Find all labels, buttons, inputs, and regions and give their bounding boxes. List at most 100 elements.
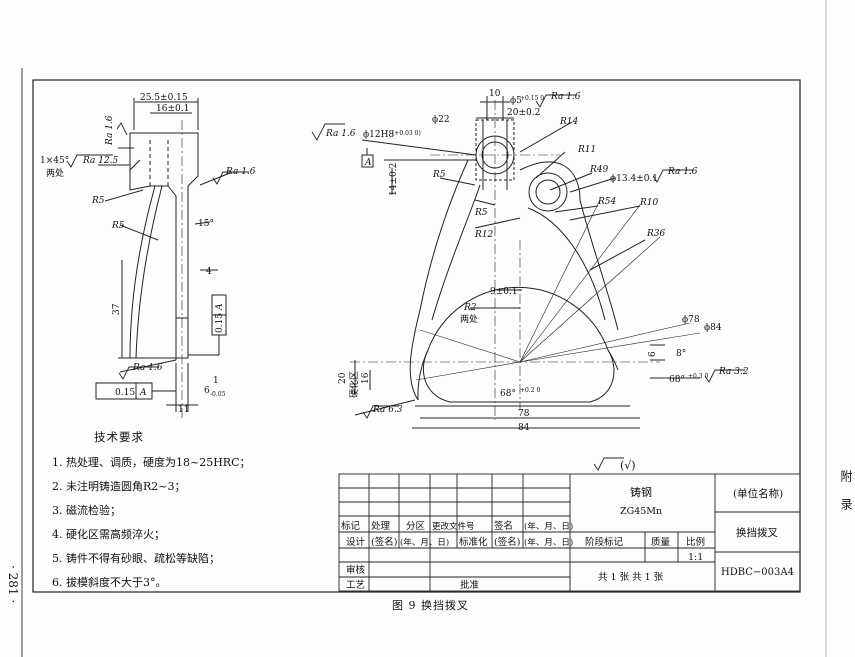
ra-label: Ra 1.6 <box>667 167 698 177</box>
hole-diameter: ϕ13.4±0.1 <box>610 174 658 184</box>
dim-1: 1 <box>213 376 219 386</box>
radius-label: R11 <box>577 145 596 155</box>
material-grade: ZG45Mn <box>620 506 662 517</box>
note-item: 6. 拔模斜度不大于3°。 <box>52 576 167 589</box>
sheets-label: 共 1 张 共 1 张 <box>598 572 664 583</box>
datum-a: A <box>364 158 372 168</box>
note-item: 4. 硬化区需高频淬火； <box>52 528 165 541</box>
radius-label: R2 <box>463 303 477 313</box>
dim-84: 84 <box>518 423 530 433</box>
scale-value: 1:1 <box>688 552 703 563</box>
boss-diameter: ϕ22 <box>432 115 450 125</box>
side-label: 附 录 <box>839 470 853 516</box>
dim-20: 20±0.2 <box>507 108 540 118</box>
angle-68b: 68° <box>669 375 685 385</box>
stage-label: 阶段标记 <box>585 536 624 548</box>
title-block <box>338 473 801 592</box>
design-date: (年、月、日) <box>400 537 449 548</box>
note-item: 3. 磁流检验； <box>52 504 121 517</box>
roughness-symbols <box>66 94 745 471</box>
radius-label: R12 <box>474 230 494 240</box>
header-sign: 签名 <box>494 520 513 532</box>
dim-37: 37 <box>112 303 122 315</box>
pin-diameter: ϕ5 <box>510 96 522 106</box>
radius-label: R5 <box>432 170 446 180</box>
dim-78: 78 <box>518 409 530 419</box>
radius-label: R5 <box>91 196 105 206</box>
angle-68: 68° <box>500 389 516 399</box>
radius-label: R5 <box>474 208 488 218</box>
dim-10: 10 <box>489 89 501 99</box>
drawing-number: HDBC−003A4 <box>721 567 794 578</box>
header-process: 处理 <box>371 520 391 532</box>
both-sides-label: 两处 <box>460 313 478 325</box>
figure-caption: 图 9 换挡拨叉 <box>392 599 469 612</box>
technical-requirements: 技术要求 1. 热处理、调质，硬度为18~25HRC； 2. 未注明铸造圆角R2… <box>52 425 251 595</box>
dim-11: 11 <box>178 405 189 415</box>
both-sides-label: 两处 <box>46 167 64 179</box>
outer-diameter-84: ϕ84 <box>704 323 722 333</box>
notes-title: 技术要求 <box>94 430 144 444</box>
page-number: · 281 · <box>6 565 20 604</box>
note-item: 2. 未注明铸造圆角R2~3； <box>52 480 186 493</box>
dim-9: 9±0.1 <box>490 287 518 297</box>
mass-label: 质量 <box>651 536 671 548</box>
approve-label: 批准 <box>460 579 480 591</box>
dim-6b: 6 <box>648 351 658 357</box>
scale-label: 比例 <box>686 536 705 548</box>
ra-label: Ra 3.2 <box>718 367 749 377</box>
angle-8: 8° <box>676 349 686 359</box>
chamfer-label: 1×45° <box>40 156 69 166</box>
dimension-labels: 25.5±0.15 16±0.1 Ra 1.6 1×45° Ra 12.5 两处… <box>40 89 749 472</box>
angle-68b-tolerance: +0.3 0 <box>688 373 708 380</box>
ra-label: Ra 1.6 <box>550 92 581 102</box>
part-name: 换挡拨叉 <box>736 526 778 539</box>
bore-tolerance: (+0.03 0) <box>392 130 421 137</box>
radius-label: R49 <box>589 165 609 175</box>
note-item: 1. 热处理、调质，硬度为18~25HRC； <box>52 456 251 469</box>
note-item: 5. 铸件不得有砂眼、疏松等缺陷； <box>52 552 220 565</box>
side-view <box>95 98 231 420</box>
design-sign: (签名) <box>371 536 397 548</box>
header-doc: 更改文件号 <box>432 521 475 532</box>
dim-25-5: 25.5±0.15 <box>140 93 188 103</box>
dim-14: 14±0.2 <box>389 163 399 196</box>
craft-label: 工艺 <box>346 580 365 591</box>
title-block-text: 铸钢 ZG45Mn (单位名称) 换挡拨叉 HDBC−003A4 标记 处理 分… <box>341 485 794 591</box>
header-mark: 标记 <box>341 520 361 532</box>
header-date: (年、月、日) <box>524 521 573 532</box>
radius-label: R36 <box>646 229 666 239</box>
design-label: 设计 <box>346 536 366 548</box>
ra-label: Ra 1.6 <box>225 167 256 177</box>
dim-16: 16±0.1 <box>156 104 189 114</box>
standard-sign: (签名) <box>494 536 520 548</box>
standard-label: 标准化 <box>459 536 488 548</box>
unit-name: (单位名称) <box>733 487 783 500</box>
material: 铸钢 <box>630 485 652 499</box>
outer-diameter-78: ϕ78 <box>682 315 700 325</box>
radius-label: R14 <box>559 117 579 127</box>
review-label: 审核 <box>346 564 366 576</box>
ra-label: Ra 6.3 <box>372 405 403 415</box>
ra-label: Ra 1.6 <box>325 129 356 139</box>
standard-date: (年、月、日) <box>524 537 573 548</box>
tolerance-box-datum: A <box>139 388 147 398</box>
ra-label: Ra 1.6 <box>105 115 115 146</box>
pin-tolerance: +0.15 0 <box>520 95 544 102</box>
dim-16b: 16 <box>361 372 371 384</box>
bore-diameter: ϕ12H8 <box>363 130 394 140</box>
angle-label: 15° <box>198 219 214 229</box>
main-view <box>350 96 701 429</box>
angle-68-tolerance: +0.2 0 <box>520 387 540 394</box>
radius-label: R5 <box>111 221 125 231</box>
dim-6: 6 <box>204 386 210 396</box>
radius-label: R54 <box>597 197 617 207</box>
dim-4: 4 <box>206 267 212 277</box>
drawing-frame <box>32 79 801 593</box>
dim-6-tolerance: -0.05 <box>210 391 226 398</box>
tolerance-datum: A <box>215 303 225 311</box>
general-roughness: (√) <box>620 459 636 472</box>
dim-20b: 20 <box>338 372 348 384</box>
tolerance-value: 0.15 <box>215 313 225 333</box>
